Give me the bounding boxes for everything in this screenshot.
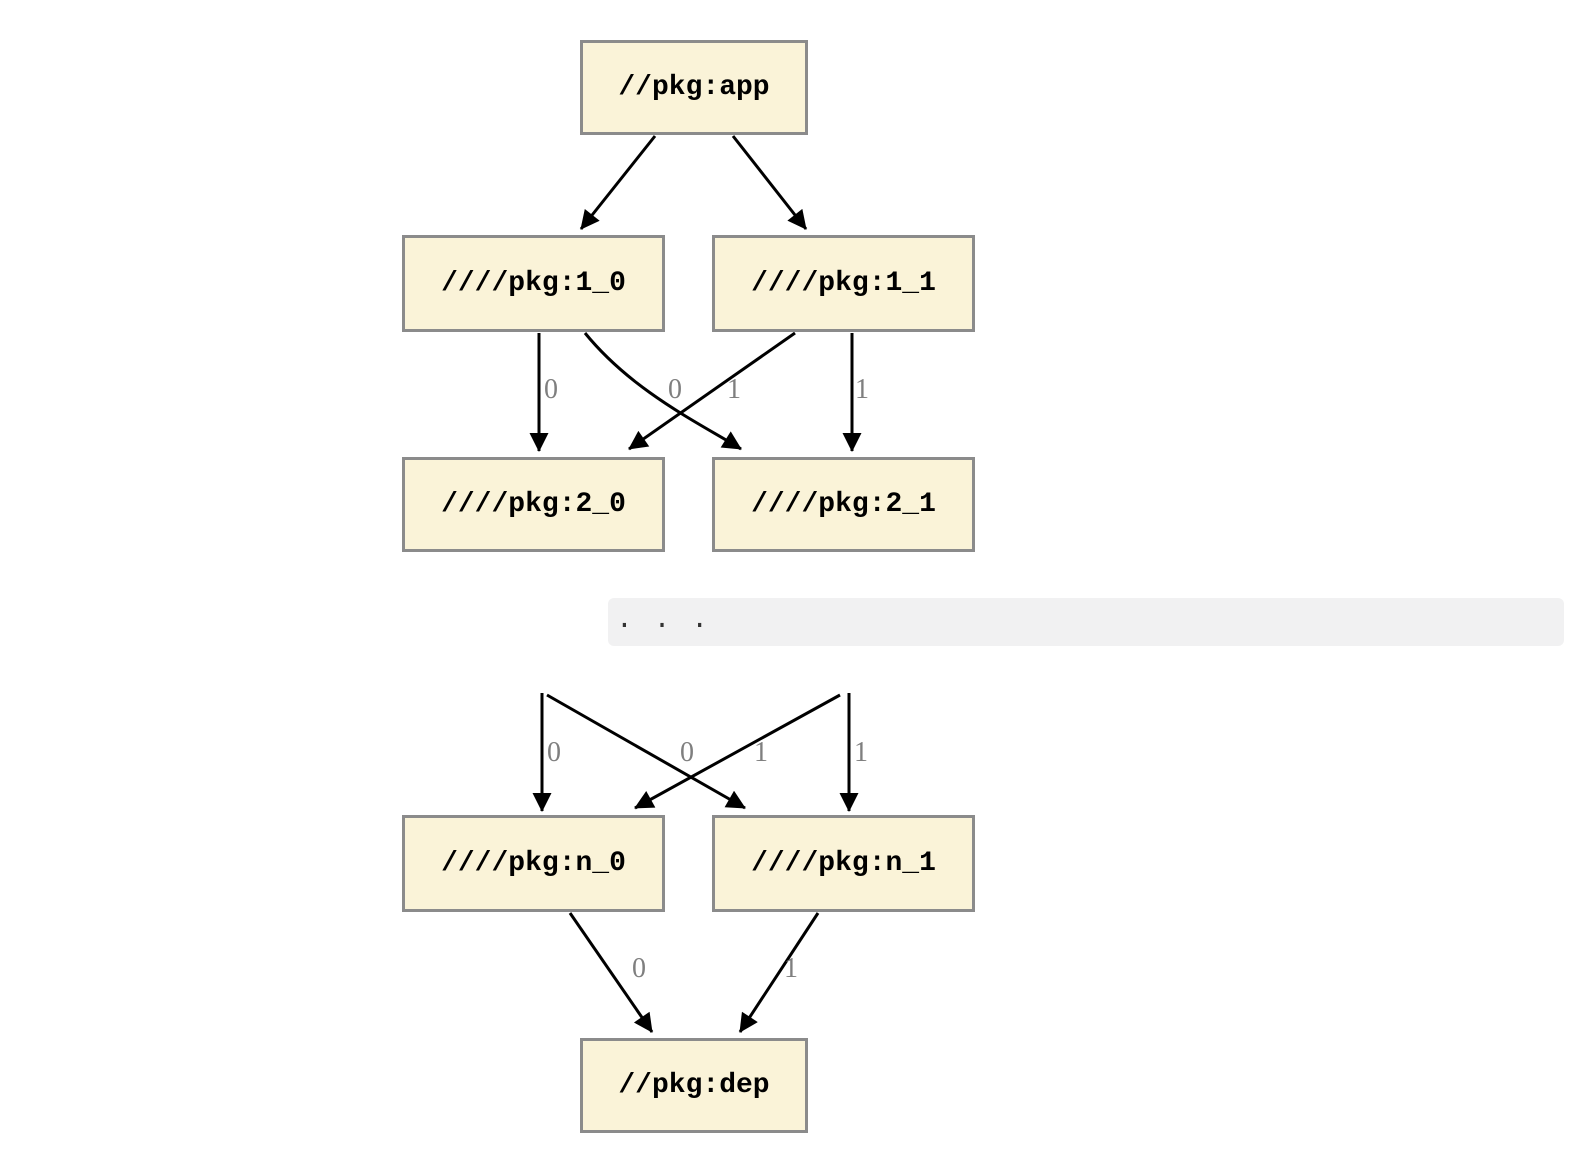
edge-stub-to-n_0-cross xyxy=(634,693,841,810)
edge-label-n_1-dep: 1 xyxy=(784,953,798,984)
edge-n_1-to-dep xyxy=(738,912,820,1033)
node-pkg-2_0: ////pkg:2_0 xyxy=(402,457,665,552)
node-pkg-2_1: ////pkg:2_1 xyxy=(712,457,975,552)
node-pkg-dep: //pkg:dep xyxy=(580,1038,808,1133)
edge-label-1_0-2_1: 0 xyxy=(668,374,682,405)
edge-1_1-to-2_0 xyxy=(628,331,796,451)
edge-1_0-to-2_1 xyxy=(583,332,742,451)
truncation-ellipsis-band: . . . xyxy=(608,598,1564,646)
node-pkg-1_1: ////pkg:1_1 xyxy=(712,235,975,332)
edge-label-stub-n_1: 1 xyxy=(854,737,868,768)
edge-label-1_1-2_0: 1 xyxy=(727,374,741,405)
node-pkg-n_1: ////pkg:n_1 xyxy=(712,815,975,912)
node-pkg-app: //pkg:app xyxy=(580,40,808,135)
edge-label-stub-n_1-cross: 0 xyxy=(680,737,694,768)
edge-app-to-1_1 xyxy=(731,135,808,230)
edge-n_0-to-dep xyxy=(568,912,654,1033)
edge-stub-to-n_1-cross xyxy=(546,693,746,810)
edge-label-1_0-2_0: 0 xyxy=(544,374,558,405)
edge-app-to-1_0 xyxy=(579,135,657,230)
edge-label-n_0-dep: 0 xyxy=(632,953,646,984)
edge-label-1_1-2_1: 1 xyxy=(855,374,869,405)
edge-label-stub-n_0: 0 xyxy=(547,737,561,768)
node-pkg-1_0: ////pkg:1_0 xyxy=(402,235,665,332)
edge-label-stub-n_0-cross: 1 xyxy=(754,737,768,768)
node-pkg-n_0: ////pkg:n_0 xyxy=(402,815,665,912)
